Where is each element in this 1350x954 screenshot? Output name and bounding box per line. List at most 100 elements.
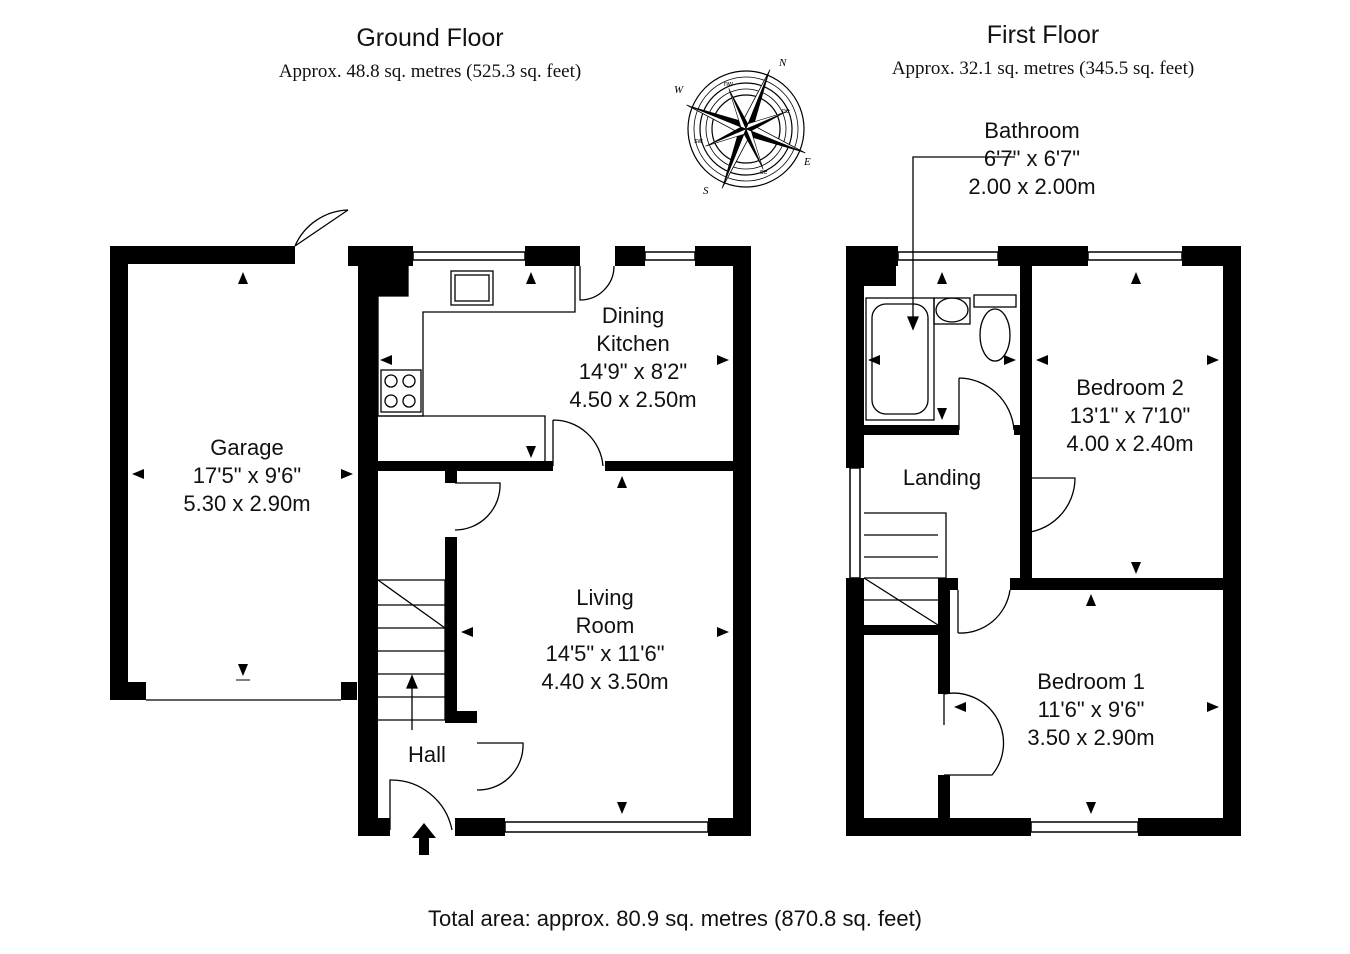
dimension-markers <box>132 272 1219 814</box>
house-wall <box>615 246 645 266</box>
kitchen-sink <box>450 270 494 306</box>
compass-w: W <box>674 84 684 96</box>
toilet-bowl <box>979 308 1011 362</box>
bathroom-imperial: 6'7" x 6'7" <box>983 146 1081 171</box>
bedroom2-name: Bedroom 2 <box>1076 375 1184 400</box>
dining-imperial: 14'9" x 8'2" <box>578 359 688 384</box>
room-label-landing: Landing <box>882 464 1002 492</box>
house-wall <box>358 246 408 296</box>
garage-metric: 5.30 x 2.90m <box>183 491 311 516</box>
compass-rose-icon: N E S W nw ne se sw <box>674 57 811 197</box>
bathroom-metric: 2.00 x 2.00m <box>968 174 1096 199</box>
internal-wall <box>938 578 958 590</box>
ground-floor-area: Approx. 48.8 sq. metres (525.3 sq. feet) <box>278 61 582 82</box>
house-wall <box>733 246 751 836</box>
house-wall <box>708 818 751 836</box>
basin <box>935 297 969 323</box>
kitchen-living-door <box>552 419 604 467</box>
room-label-bedroom-2: Bedroom 2 13'1" x 7'10" 4.00 x 2.40m <box>1030 374 1230 458</box>
house-wall <box>358 246 378 836</box>
ground-floor-plan <box>110 246 751 836</box>
hall-living-door <box>454 482 501 531</box>
window <box>644 251 696 261</box>
house-wall <box>455 818 505 836</box>
house-wall <box>348 246 360 266</box>
compass-se: se <box>760 169 768 176</box>
bedroom1-door <box>957 589 1011 634</box>
dining-name-1: Dining <box>601 303 665 328</box>
ground-doors <box>146 209 615 831</box>
compass-nw: nw <box>724 81 734 88</box>
garage-wall <box>341 682 357 700</box>
window <box>504 821 709 833</box>
room-label-hall: Hall <box>387 741 467 769</box>
house-wall <box>846 818 1031 836</box>
garage-wall <box>110 682 146 700</box>
internal-wall <box>445 537 457 721</box>
bedroom1-name: Bedroom 1 <box>1037 669 1145 694</box>
house-wall <box>358 818 390 836</box>
first-windows <box>849 251 1183 833</box>
hall-name: Hall <box>408 742 446 767</box>
house-wall <box>846 246 896 286</box>
room-label-dining-kitchen: Dining Kitchen 14'9" x 8'2" 4.50 x 2.50m <box>533 302 733 414</box>
room-label-bathroom: Bathroom 6'7" x 6'7" 2.00 x 2.00m <box>932 117 1132 201</box>
room-label-living-room: Living Room 14'5" x 11'6" 4.40 x 3.50m <box>505 584 705 696</box>
bathroom-door <box>958 377 1015 431</box>
internal-wall <box>864 425 959 435</box>
house-wall <box>1223 246 1241 836</box>
living-name-2: Room <box>575 613 635 638</box>
dining-metric: 4.50 x 2.50m <box>569 387 697 412</box>
entrance-arrow-icon <box>412 823 436 855</box>
bath <box>865 297 935 421</box>
kitchen-back-door <box>579 265 615 301</box>
room-label-garage: Garage 17'5" x 9'6" 5.30 x 2.90m <box>147 434 347 518</box>
kitchen-worktop-lower <box>378 415 546 461</box>
house-wall <box>525 246 580 266</box>
cupboard-door <box>943 692 1005 776</box>
toilet-cistern <box>973 294 1017 308</box>
window <box>897 251 999 261</box>
garage-side-door <box>294 209 349 247</box>
house-wall <box>1138 818 1241 836</box>
kitchen-hob <box>380 369 422 413</box>
internal-wall <box>938 590 950 694</box>
compass-e: E <box>803 156 811 168</box>
window <box>1030 821 1139 833</box>
living-imperial: 14'5" x 11'6" <box>545 641 665 666</box>
internal-wall <box>1014 425 1032 435</box>
bedroom2-door <box>1019 477 1076 534</box>
bathroom-leader <box>912 156 1015 325</box>
bedroom1-imperial: 11'6" x 9'6" <box>1037 697 1145 722</box>
bathroom-name: Bathroom <box>984 118 1080 143</box>
compass-s: S <box>703 185 709 197</box>
ground-windows <box>412 251 709 833</box>
compass-n: N <box>778 57 787 69</box>
first-floor-area: Approx. 32.1 sq. metres (345.5 sq. feet) <box>891 58 1195 79</box>
dining-name-2: Kitchen <box>596 331 670 356</box>
landing-name: Landing <box>902 465 982 490</box>
ground-floor-title: Ground Floor <box>356 24 504 52</box>
internal-wall <box>605 461 751 471</box>
window <box>412 251 526 261</box>
garage-wall <box>110 246 295 264</box>
house-wall <box>998 246 1088 266</box>
internal-wall <box>445 711 477 723</box>
living-metric: 4.40 x 3.50m <box>541 669 669 694</box>
internal-wall <box>864 625 938 635</box>
internal-wall <box>358 461 553 471</box>
internal-wall <box>938 775 950 820</box>
hall-cupboard-door <box>476 742 524 791</box>
bedroom2-imperial: 13'1" x 7'10" <box>1069 403 1191 428</box>
garage-name: Garage <box>210 435 284 460</box>
internal-wall <box>1020 578 1241 590</box>
window <box>849 467 861 579</box>
window <box>1087 251 1183 261</box>
bedroom2-metric: 4.00 x 2.40m <box>1066 431 1194 456</box>
total-area: Total area: approx. 80.9 sq. metres (870… <box>427 906 923 931</box>
room-label-bedroom-1: Bedroom 1 11'6" x 9'6" 3.50 x 2.90m <box>991 668 1191 752</box>
internal-wall <box>1020 266 1032 578</box>
staircase <box>378 579 446 720</box>
first-floor-title: First Floor <box>986 21 1100 49</box>
